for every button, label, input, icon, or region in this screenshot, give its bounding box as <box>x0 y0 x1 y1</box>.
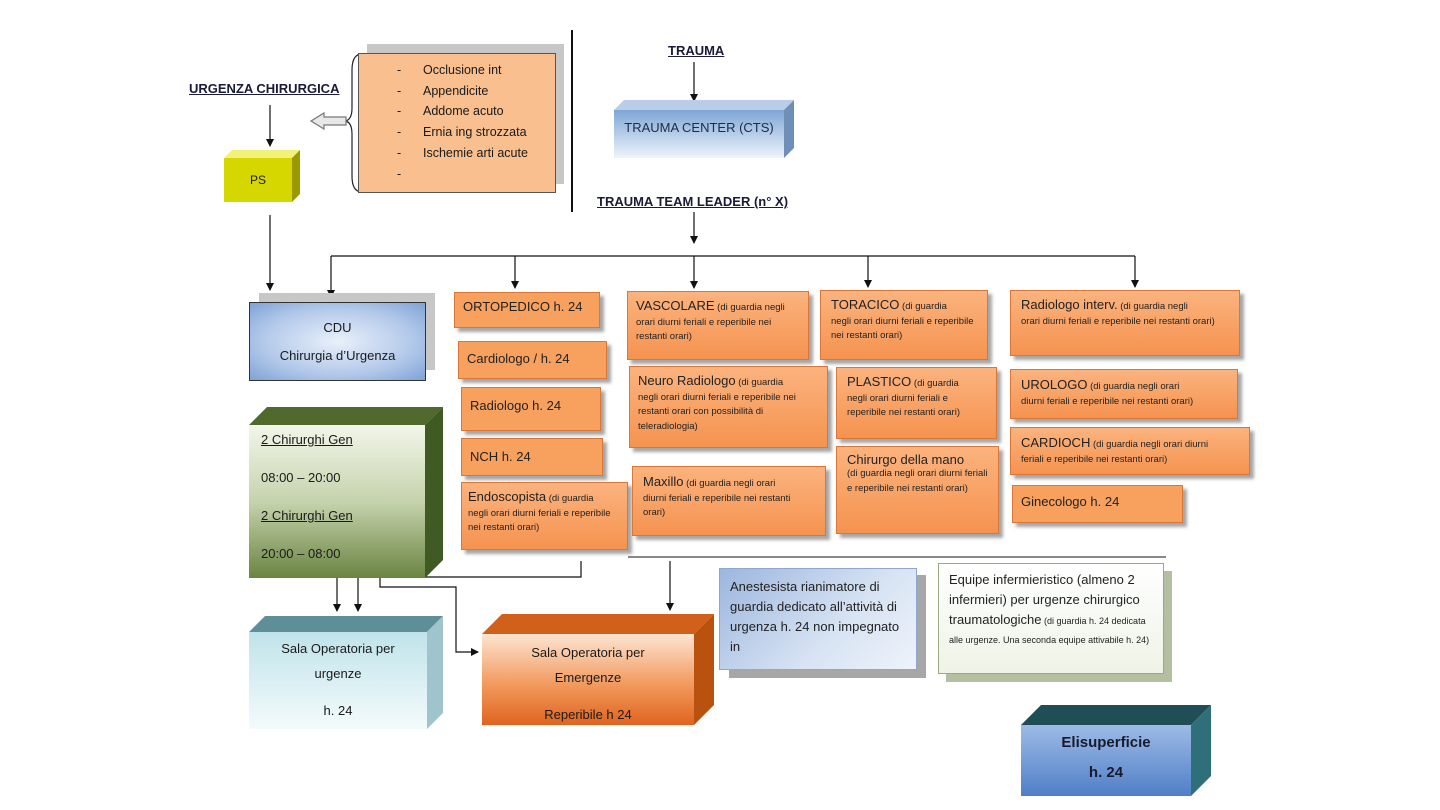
condition-item: - <box>397 166 402 181</box>
cdu-box: CDU Chirurgia d’Urgenza <box>249 302 426 381</box>
cardiologo-box: Cardiologo / h. 24 <box>458 341 607 379</box>
chirurghi-time2: 20:00 – 08:00 <box>261 546 341 561</box>
radiologo-interv-box: Radiologo interv. (di guardia negli orar… <box>1010 290 1240 356</box>
trauma-header: TRAUMA <box>668 43 725 58</box>
radiologo-box: Radiologo h. 24 <box>461 387 601 431</box>
maxillo-box: Maxillo (di guardia negli orari diurni f… <box>632 466 826 536</box>
ginecologo-box: Ginecologo h. 24 <box>1012 485 1183 523</box>
endoscopista-box: Endoscopista (di guardia negli orari diu… <box>461 482 628 550</box>
elisuperficie-text: Elisuperficie h. 24 <box>1061 734 1151 781</box>
trauma-center-label: TRAUMA CENTER (CTS) <box>624 119 774 135</box>
urgenza-chirurgica-header: URGENZA CHIRURGICA <box>189 81 340 96</box>
conditions-list: -Occlusione int -Appendicite -Addome acu… <box>358 53 556 193</box>
vascolare-box: VASCOLARE (di guardia negli orari diurni… <box>627 291 809 360</box>
condition-item: -Ischemie arti acute <box>397 145 528 160</box>
cdu-title: CDU <box>323 319 352 335</box>
chirurghi-text: 2 Chirurghi Gen 08:00 – 20:00 2 Chirurgh… <box>261 432 421 584</box>
condition-item: -Addome acuto <box>397 104 504 119</box>
sala-emergenze-text: Sala Operatoria per Emergenze Reperibile… <box>531 645 645 722</box>
chirurgo-mano-box: Chirurgo della mano (di guardia negli or… <box>836 446 999 534</box>
urologo-box: UROLOGO (di guardia negli orari diurni f… <box>1010 369 1238 419</box>
chirurghi-line1: 2 Chirurghi Gen <box>261 432 353 447</box>
anestesista-box: Anestesista rianimatore di guardia dedic… <box>719 568 917 670</box>
toracico-box: TORACICO (di guardia negli orari diurni … <box>820 290 988 360</box>
ps-box <box>224 150 300 202</box>
cardioch-box: CARDIOCH (di guardia negli orari diurni … <box>1010 427 1250 475</box>
chirurghi-line2: 2 Chirurghi Gen <box>261 508 353 523</box>
elisuperficie-box <box>1021 705 1211 796</box>
cdu-subtitle: Chirurgia d’Urgenza <box>279 347 396 363</box>
trauma-center-box <box>614 100 794 158</box>
plastico-box: PLASTICO (di guardia negli orari diurni … <box>836 367 997 439</box>
condition-item: -Ernia ing strozzata <box>397 125 527 140</box>
sala-urgenze-text: Sala Operatoria per urgenze h. 24 <box>281 641 395 718</box>
chirurghi-time1: 08:00 – 20:00 <box>261 470 341 485</box>
trauma-team-leader-header: TRAUMA TEAM LEADER (n° X) <box>597 194 789 209</box>
sala-emergenze-box <box>482 614 714 725</box>
condition-item: -Occlusione int <box>397 63 502 77</box>
sala-urgenze-box <box>249 616 443 729</box>
condition-item: -Appendicite <box>397 83 489 98</box>
nch-box: NCH h. 24 <box>461 438 603 476</box>
equipe-box: Equipe infermieristico (almeno 2 infermi… <box>938 563 1164 674</box>
neuro-radiologo-box: Neuro Radiologo (di guardia negli orari … <box>629 366 828 448</box>
chirurghi-box <box>249 407 443 578</box>
ps-label: PS <box>249 173 266 187</box>
ortopedico-box: ORTOPEDICO h. 24 <box>454 292 600 328</box>
